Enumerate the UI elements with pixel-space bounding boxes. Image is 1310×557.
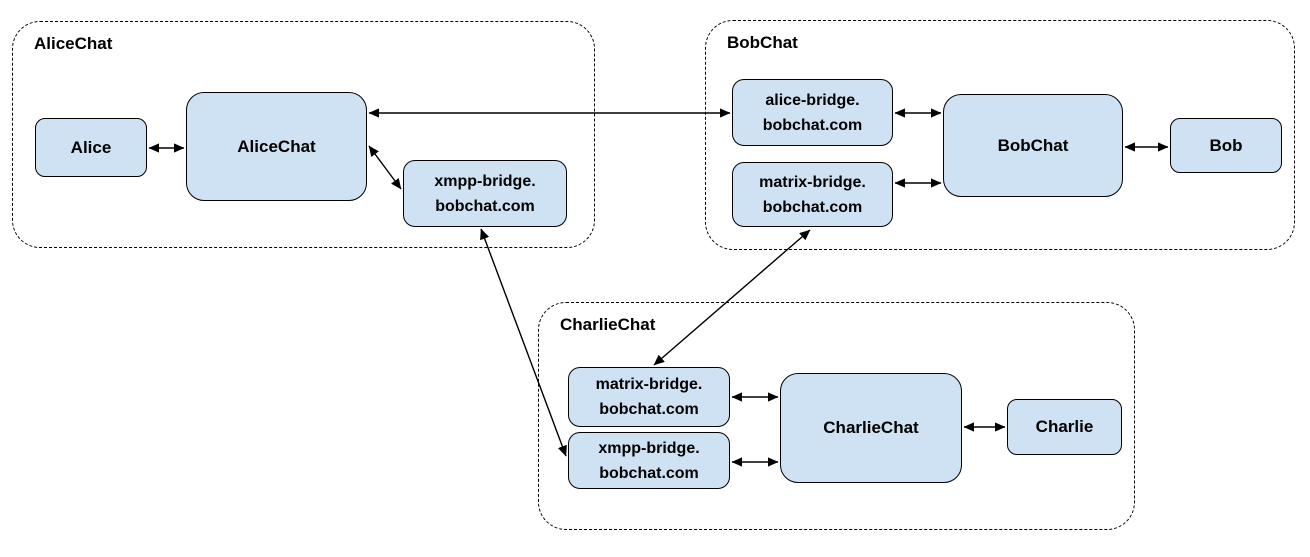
node-alicechat-server: AliceChat: [186, 92, 367, 201]
cluster-bobchat: BobChat: [705, 20, 1295, 250]
node-label: BobChat: [997, 135, 1069, 155]
node-charliechat-server: CharlieChat: [780, 373, 962, 483]
node-label-line1: xmpp-bridge.: [434, 172, 536, 190]
node-label-line2: bobchat.com: [435, 197, 535, 215]
cluster-alicechat: AliceChat: [12, 21, 595, 248]
node-alice-bridge-bobchat: alice-bridge. bobchat.com: [732, 79, 893, 146]
node-matrix-bridge-bobchat: matrix-bridge. bobchat.com: [732, 162, 893, 227]
node-label: AliceChat: [237, 136, 316, 156]
node-label-line1: xmpp-bridge.: [598, 439, 700, 457]
node-label-line2: bobchat.com: [762, 198, 863, 216]
cluster-label: CharlieChat: [560, 315, 656, 334]
node-label: Charlie: [1035, 417, 1094, 436]
node-bobchat-server: BobChat: [943, 94, 1123, 197]
node-label-line2: bobchat.com: [762, 116, 863, 134]
node-charlie: Charlie: [1007, 399, 1122, 455]
node-label-line2: bobchat.com: [599, 401, 699, 418]
node-label-line1: alice-bridge.: [765, 91, 860, 109]
node-xmpp-bridge-alicechat: xmpp-bridge. bobchat.com: [403, 160, 567, 227]
cluster-label: BobChat: [727, 33, 798, 52]
node-label: Alice: [70, 137, 112, 157]
node-label: CharlieChat: [823, 418, 919, 437]
node-matrix-bridge-charliechat: matrix-bridge. bobchat.com: [568, 367, 730, 427]
node-label: Bob: [1209, 135, 1243, 155]
node-alice: Alice: [35, 118, 147, 177]
node-bob: Bob: [1170, 118, 1282, 173]
node-label-line2: bobchat.com: [599, 464, 699, 482]
node-label-line1: matrix-bridge.: [595, 376, 703, 393]
node-xmpp-bridge-charliechat: xmpp-bridge. bobchat.com: [568, 432, 730, 489]
cluster-label: AliceChat: [34, 34, 113, 53]
node-label-line1: matrix-bridge.: [759, 173, 866, 191]
